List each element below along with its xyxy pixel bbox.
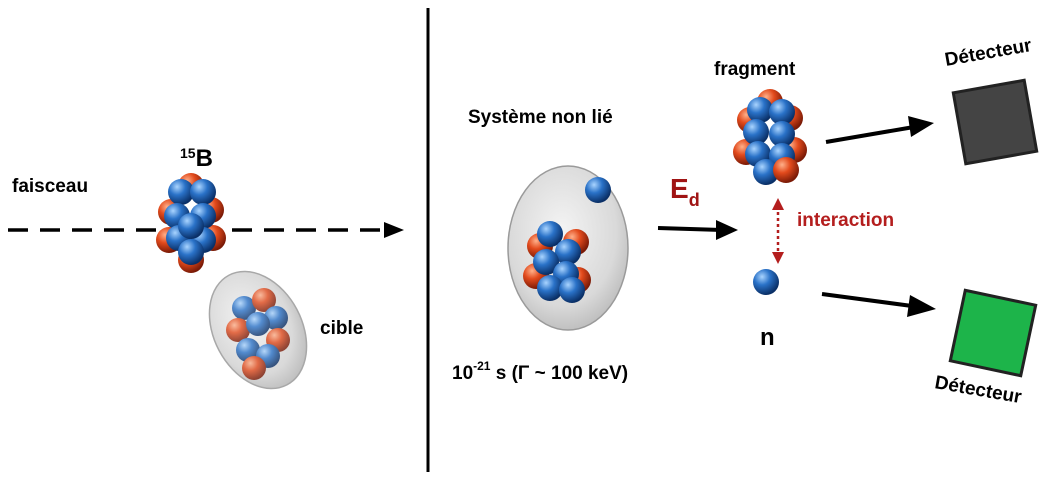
interaction-arrowhead-up (772, 198, 784, 210)
projectile-label: 15B (180, 145, 213, 172)
interaction-label: interaction (797, 210, 894, 231)
projectile-nucleus (156, 173, 226, 273)
decay-energy-symbol: E (670, 173, 689, 204)
detector-top-label: Détecteur (943, 35, 1034, 71)
lifetime-exponent: -21 (473, 359, 491, 373)
target-label: cible (320, 318, 363, 339)
interaction-arrowhead-down (772, 252, 784, 264)
detector-top (951, 78, 1039, 166)
detector-bottom-label: Détecteur (933, 372, 1024, 408)
decay-arrow (657, 226, 723, 232)
projectile-mass-number: 15 (180, 145, 196, 161)
projectile-symbol: B (196, 145, 213, 172)
beam-label: faisceau (12, 176, 88, 197)
unbound-system (507, 165, 629, 331)
lifetime-rest: s (Γ ~ 100 keV) (490, 363, 628, 384)
detector-bottom (948, 288, 1038, 378)
fragment-label: fragment (714, 59, 796, 80)
decay-arrowhead (716, 220, 738, 240)
fragment-arrow (825, 125, 915, 144)
neutron-arrowhead (907, 295, 936, 317)
target-nucleus (208, 270, 308, 390)
neutron-label: n (760, 324, 775, 351)
decay-energy-label: Ed (670, 173, 700, 210)
neutron (753, 269, 779, 295)
fragment-nucleus (733, 89, 807, 185)
fragment-arrowhead (908, 116, 934, 137)
lifetime-label: 10-21 s (Γ ~ 100 keV) (452, 359, 628, 384)
lifetime-base: 10 (452, 363, 473, 384)
neutron-arrow (821, 292, 913, 308)
beam-arrowhead (384, 222, 404, 238)
unbound-system-label: Système non lié (468, 107, 613, 128)
decay-energy-subscript: d (689, 190, 700, 210)
